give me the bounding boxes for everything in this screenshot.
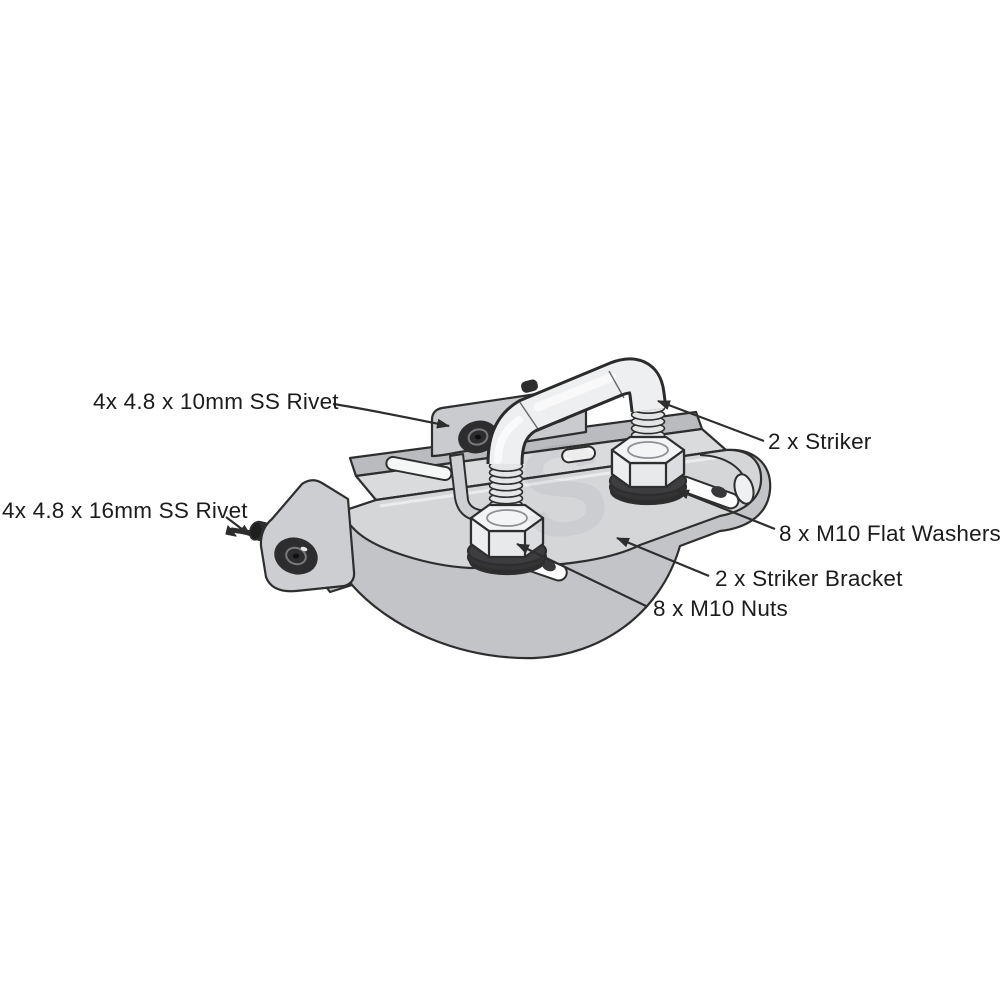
side-wing: [225, 479, 356, 593]
leader-washers: [676, 488, 776, 531]
label-rivet-10mm: 4x 4.8 x 10mm SS Rivet: [93, 389, 339, 414]
leader-rivet-16mm: [225, 516, 252, 537]
leader-nuts: [516, 543, 647, 607]
label-m10-nuts: 8 x M10 Nuts: [653, 596, 788, 621]
label-striker: 2 x Striker: [768, 429, 872, 454]
label-rivet-16mm: 4x 4.8 x 16mm SS Rivet: [2, 498, 248, 523]
right-stud-assembly: [608, 401, 740, 510]
side-wing-rivet-head: [274, 537, 318, 575]
label-striker-bracket: 2 x Striker Bracket: [715, 566, 903, 591]
rear-flange-rivet-tail-2: [521, 379, 538, 393]
leader-bracket: [616, 536, 710, 578]
bracket-relief-slot: [561, 445, 596, 464]
side-wing-plate: [259, 479, 356, 593]
hex-nut-right: [610, 435, 686, 489]
leader-lines: [225, 399, 776, 607]
label-flat-washers: 8 x M10 Flat Washers: [779, 521, 1000, 546]
leader-rivet-10mm: [332, 402, 450, 429]
leader-striker: [657, 399, 765, 443]
striker-u-bolt: [486, 357, 668, 465]
bracket-roll-cap: [733, 473, 755, 505]
hex-nut-left: [469, 503, 545, 559]
